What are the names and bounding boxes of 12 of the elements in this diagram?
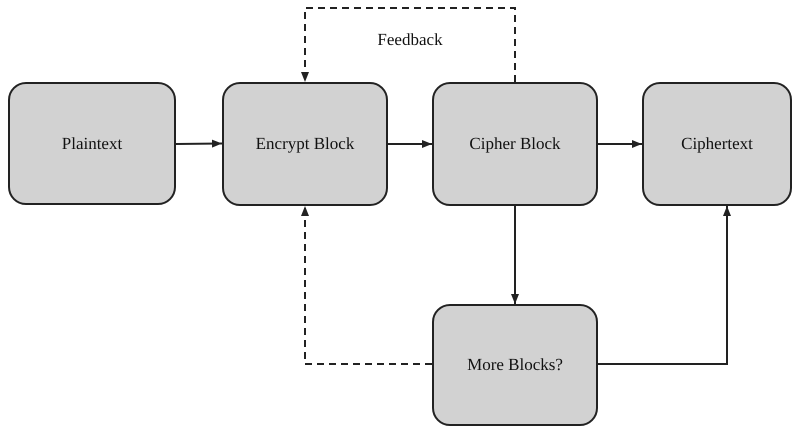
arrow xyxy=(176,140,222,148)
arrow xyxy=(511,206,519,304)
arrow xyxy=(388,140,432,148)
dashed-arrow xyxy=(301,206,432,365)
process-box: Ciphertext xyxy=(642,82,792,206)
process-box: Cipher Block xyxy=(432,82,598,206)
dashed-arrow xyxy=(301,7,516,82)
process-box: Encrypt Block xyxy=(222,82,388,206)
process-box: More Blocks? xyxy=(432,304,598,426)
arrow xyxy=(598,140,642,148)
arrow xyxy=(598,206,731,365)
process-box: Plaintext xyxy=(8,82,176,205)
